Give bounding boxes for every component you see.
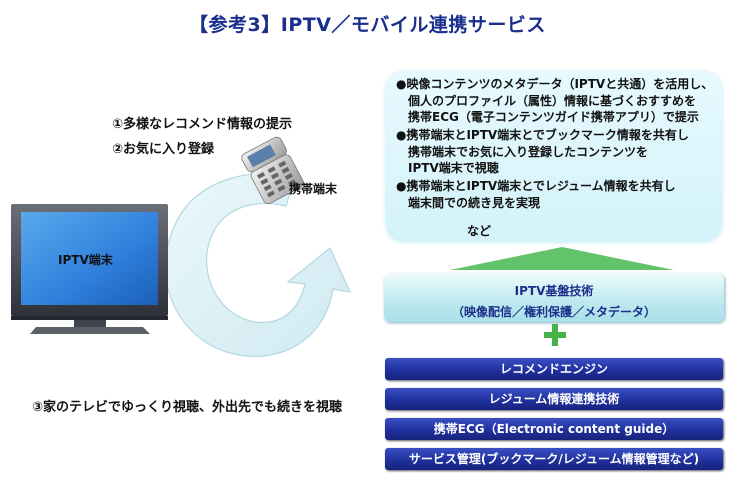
feature-recommend: ①多様なレコメンド情報の提示 xyxy=(112,117,293,132)
feature-resume-viewing: ③家のテレビでゆっくり視聴、外出先でも続きを視聴 xyxy=(32,400,343,415)
bullet-line: ●携帯端末とIPTV端末とでブックマーク情報を共有し xyxy=(396,128,689,142)
layer-mobile-ecg: 携帯ECG（Electronic content guide） xyxy=(385,418,723,440)
bullet-metadata-recommend: ●映像コンテンツのメタデータ（IPTVと共通）を活用し、 個人のプロファイル（属… xyxy=(396,76,726,126)
phone-icon xyxy=(241,136,304,205)
bullet-bookmark-share: ●携帯端末とIPTV端末とでブックマーク情報を共有し 携帯端末でお気に入り登録し… xyxy=(396,127,726,177)
bullet-etc: など xyxy=(467,224,492,238)
support-triangle xyxy=(450,247,674,270)
tv-label: IPTV端末 xyxy=(58,253,113,267)
bullet-line: ●映像コンテンツのメタデータ（IPTVと共通）を活用し、 xyxy=(396,77,714,91)
layer-service-management: サービス管理(ブックマーク/レジューム情報管理など) xyxy=(385,448,723,470)
bullet-resume-share: ●携帯端末とIPTV端末とでレジューム情報を共有し 端末間での続き見を実現 xyxy=(396,178,726,211)
service-description-box xyxy=(386,72,722,242)
platform-subtitle: （映像配信／権利保護／メタデータ） xyxy=(451,305,656,319)
tv-icon xyxy=(11,204,168,334)
bullet-line: 個人のプロファイル（属性）情報に基づくおすすめを xyxy=(396,93,697,108)
iptv-platform-box: IPTV基盤技術 （映像配信／権利保護／メタデータ） xyxy=(384,274,724,322)
feature-favorite: ②お気に入り登録 xyxy=(112,142,215,157)
layer-recommend-engine: レコメンドエンジン xyxy=(385,358,723,380)
page-title: 【参考3】IPTV／モバイル連携サービス xyxy=(189,14,546,36)
bullet-line: ●携帯端末とIPTV端末とでレジューム情報を共有し xyxy=(396,179,676,193)
bullet-line: 携帯端末でお気に入り登録したコンテンツを xyxy=(396,144,649,159)
platform-title: IPTV基盤技術 xyxy=(514,284,594,298)
cycle-arrow xyxy=(164,172,352,357)
bullet-line: IPTV端末で視聴 xyxy=(396,161,499,175)
bullet-line: 携帯ECG（電子コンテンツガイド携帯アプリ）で提示 xyxy=(396,110,699,124)
bullet-line: 端末間での続き見を実現 xyxy=(396,195,541,210)
layer-resume-sync: レジューム情報連携技術 xyxy=(385,388,723,410)
phone-label: 携帯端末 xyxy=(289,182,338,196)
plus-icon xyxy=(544,324,566,346)
